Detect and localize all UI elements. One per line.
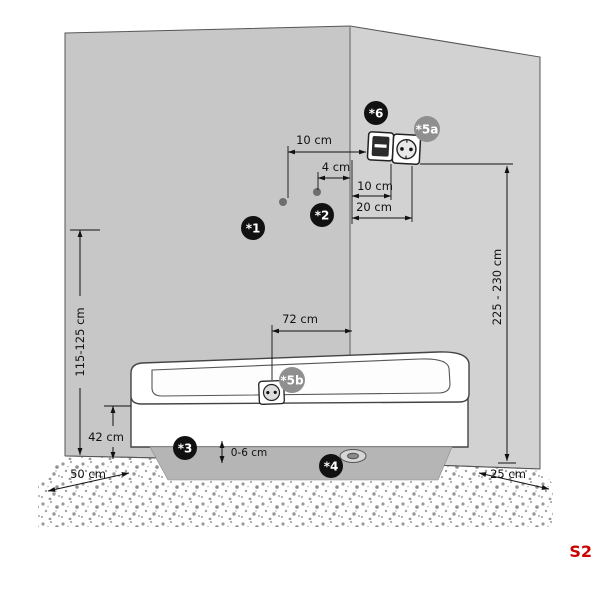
marker-2-label: *2: [315, 209, 330, 223]
tub-socket-unit: [258, 380, 285, 405]
dim-floor-left: 50 cm: [47, 467, 130, 492]
dim-corner-to-socket: 20 cm: [351, 166, 413, 222]
marker-1: *1: [241, 216, 265, 240]
marker-3: *3: [173, 436, 197, 460]
dim-label-socket-height: 225 - 230 cm: [490, 249, 504, 326]
dim-label-control-height: 115-125 cm: [73, 307, 87, 376]
dim-label-ceiling-offset: 10 cm: [296, 133, 332, 147]
dim-label-tub-height: 42 cm: [88, 430, 124, 444]
dim-label-floor-right: 25 cm: [490, 467, 526, 481]
dim-foot-adjust: 0-6 cm: [219, 440, 268, 464]
tub-socket-face: [262, 383, 281, 402]
socket-hole-right: [409, 147, 413, 152]
marker-5b: *5b: [279, 367, 305, 393]
marker-4-label: *4: [324, 460, 339, 474]
dim-corner-to-switch: 10 cm: [351, 160, 393, 224]
dim-label-fixture-gap: 4 cm: [322, 160, 351, 174]
marker-2: *2: [310, 203, 334, 227]
dim-label-corner-to-socket: 20 cm: [356, 200, 392, 214]
bathtub: [130, 351, 470, 481]
sheet-code: S2: [569, 542, 592, 561]
marker-5a: *5a: [414, 116, 440, 142]
switch-rocker-bar: [374, 144, 387, 148]
marker-3-label: *3: [178, 442, 193, 456]
dim-label-foot-adjust: 0-6 cm: [231, 447, 268, 459]
marker-5a-label: *5a: [416, 123, 439, 137]
tub-socket-hole-right: [273, 390, 277, 394]
socket-hole-left: [400, 147, 404, 151]
dim-socket-height: 225 - 230 cm: [420, 163, 516, 464]
marker-5b-label: *5b: [280, 374, 304, 388]
marker-4: *4: [319, 454, 343, 478]
dim-tub-socket-offset: 72 cm: [271, 312, 353, 380]
marker-6-label: *6: [369, 107, 384, 121]
socket-face: [396, 139, 417, 160]
dim-ceiling-offset: 10 cm: [287, 133, 367, 198]
drain-icon: [347, 452, 359, 460]
tub-plinth-shadow: [149, 446, 453, 481]
dim-control-height: 115-125 cm: [70, 229, 100, 456]
dim-fixture-gap: 4 cm: [317, 160, 351, 190]
tub-socket-hole-left: [266, 391, 270, 395]
mount-point-dot-1: [279, 198, 287, 206]
marker-6: *6: [364, 101, 388, 125]
mount-point-dot-2: [313, 188, 321, 196]
wall-electrical-unit: [366, 131, 422, 165]
dim-label-tub-socket-offset: 72 cm: [282, 312, 318, 326]
dim-label-floor-left: 50 cm: [70, 467, 106, 481]
dim-label-corner-to-switch: 10 cm: [357, 179, 393, 193]
dim-floor-right: 25 cm: [478, 467, 550, 490]
dim-tub-height: 42 cm: [88, 405, 131, 460]
marker-1-label: *1: [246, 222, 261, 236]
